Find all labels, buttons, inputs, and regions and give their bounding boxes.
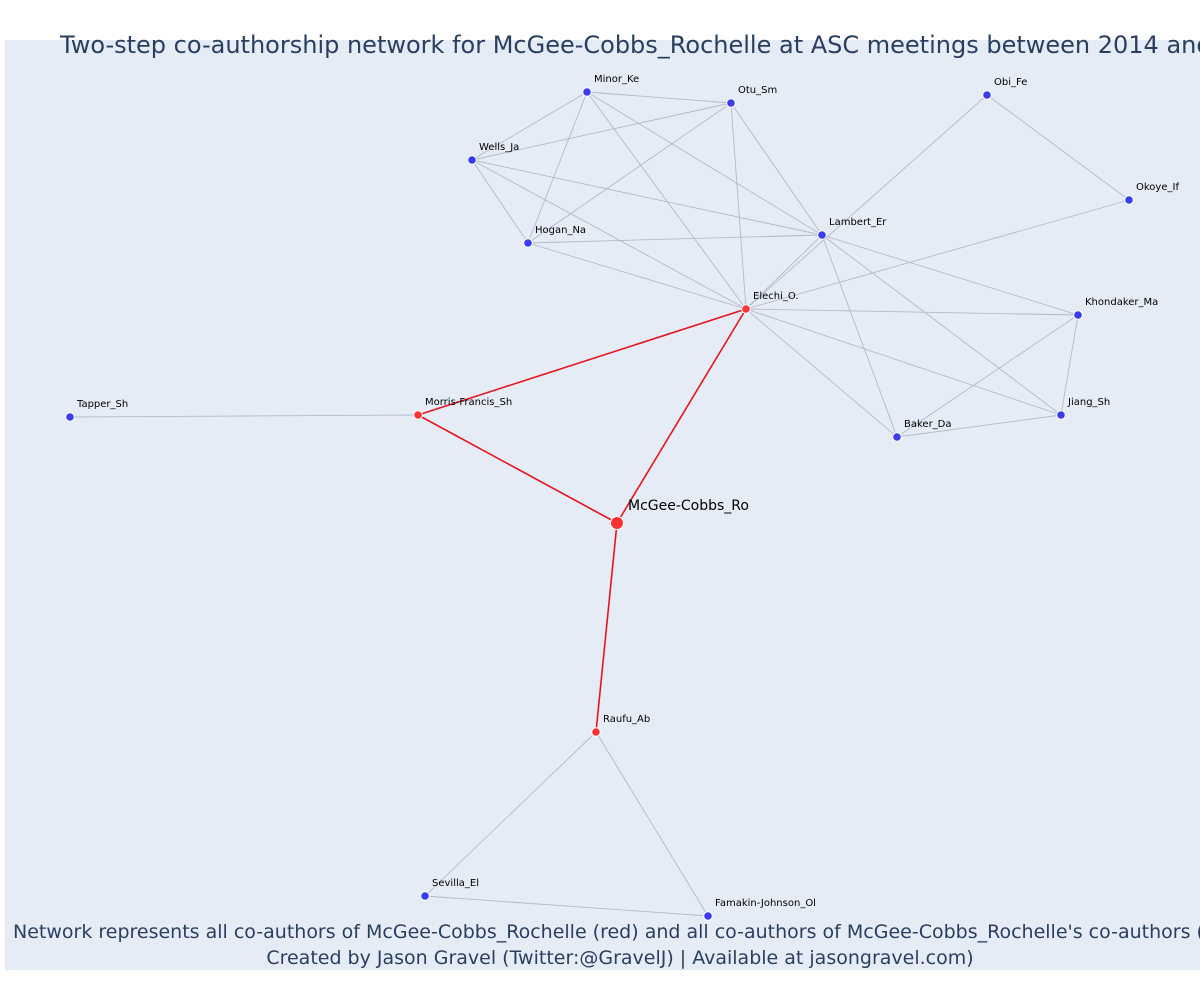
node-label-Hogan_Na: Hogan_Na <box>535 225 586 236</box>
edge-Elechi_O.-Minor_Ke <box>586 91 747 310</box>
node-Tapper_Sh[interactable] <box>65 412 75 422</box>
node-label-Jiang_Sh: Jiang_Sh <box>1067 397 1110 408</box>
edge-Minor_Ke-Otu_Sm <box>586 91 732 104</box>
node-Raufu_Ab[interactable] <box>591 727 601 737</box>
chart-title: Two-step co-authorship network for McGee… <box>59 31 1200 59</box>
edge-Morris-Francis_Sh-Elechi_O. <box>417 308 747 416</box>
node-label-Lambert_Er: Lambert_Er <box>829 217 887 228</box>
edge-McGee-Cobbs_Ro-Elechi_O. <box>616 308 747 524</box>
plot-area <box>5 40 1200 970</box>
node-label-Elechi_O.: Elechi_O. <box>753 291 799 302</box>
node-label-Otu_Sm: Otu_Sm <box>738 85 777 96</box>
edge-McGee-Cobbs_Ro-Morris-Francis_Sh <box>417 414 618 524</box>
edge-Elechi_O.-Hogan_Na <box>527 242 747 310</box>
node-Otu_Sm[interactable] <box>726 98 736 108</box>
node-label-Famakin-Johnson_Ol: Famakin-Johnson_Ol <box>715 898 816 909</box>
node-Hogan_Na[interactable] <box>523 238 533 248</box>
edge-Hogan_Na-Lambert_Er <box>527 234 823 244</box>
edge-Jiang_Sh-Baker_Da <box>896 414 1062 438</box>
node-Elechi_O.[interactable] <box>741 304 751 314</box>
node-label-Tapper_Sh: Tapper_Sh <box>76 399 128 410</box>
node-label-Obi_Fe: Obi_Fe <box>994 77 1027 88</box>
edge-Obi_Fe-Okoye_If <box>986 94 1130 201</box>
node-Okoye_If[interactable] <box>1124 195 1134 205</box>
labels-layer: McGee-Cobbs_Ro Elechi_O. Morris-Francis_Sh… <box>76 74 1179 909</box>
node-Wells_Ja[interactable] <box>467 155 477 165</box>
edge-Elechi_O.-Otu_Sm <box>730 102 747 310</box>
node-Famakin-Johnson_Ol[interactable] <box>703 911 713 921</box>
node-label-Minor_Ke: Minor_Ke <box>594 74 639 85</box>
node-Sevilla_El[interactable] <box>420 891 430 901</box>
edge-Wells_Ja-Lambert_Er <box>471 159 823 236</box>
node-Khondaker_Ma[interactable] <box>1073 310 1083 320</box>
node-McGee-Cobbs_Ro[interactable] <box>610 516 624 530</box>
node-label-Raufu_Ab: Raufu_Ab <box>603 714 650 725</box>
edge-Khondaker_Ma-Jiang_Sh <box>1060 314 1079 416</box>
node-Jiang_Sh[interactable] <box>1056 410 1066 420</box>
nodes-layer <box>65 87 1134 921</box>
edge-Minor_Ke-Hogan_Na <box>527 91 588 244</box>
edge-Morris-Francis_Sh-Tapper_Sh <box>69 414 419 418</box>
edge-Elechi_O.-Baker_Da <box>745 308 898 438</box>
node-label-Okoye_If: Okoye_If <box>1136 182 1179 193</box>
edge-Otu_Sm-Wells_Ja <box>471 102 732 161</box>
edge-Wells_Ja-Hogan_Na <box>471 159 529 244</box>
edge-Elechi_O.-Lambert_Er <box>745 234 823 310</box>
edges-layer <box>69 91 1130 917</box>
edge-Elechi_O.-Obi_Fe <box>745 94 988 310</box>
edge-Khondaker_Ma-Baker_Da <box>896 314 1079 438</box>
node-label-Morris-Francis_Sh: Morris-Francis_Sh <box>425 397 512 408</box>
node-label-Sevilla_El: Sevilla_El <box>432 878 479 889</box>
node-Morris-Francis_Sh[interactable] <box>413 410 423 420</box>
edge-Elechi_O.-Okoye_If <box>745 199 1130 310</box>
node-Lambert_Er[interactable] <box>817 230 827 240</box>
edge-Otu_Sm-Hogan_Na <box>527 102 732 244</box>
edge-Sevilla_El-Famakin-Johnson_Ol <box>424 895 709 917</box>
node-Minor_Ke[interactable] <box>582 87 592 97</box>
node-Baker_Da[interactable] <box>892 432 902 442</box>
node-label-McGee-Cobbs_Ro: McGee-Cobbs_Ro <box>628 498 749 514</box>
edge-Minor_Ke-Wells_Ja <box>471 91 588 161</box>
caption-line-2: Created by Jason Gravel (Twitter:@Gravel… <box>266 947 973 969</box>
edge-Elechi_O.-Khondaker_Ma <box>745 308 1079 316</box>
node-label-Baker_Da: Baker_Da <box>904 419 952 430</box>
edge-Raufu_Ab-Sevilla_El <box>424 731 597 897</box>
edge-Otu_Sm-Lambert_Er <box>730 102 823 236</box>
edge-Minor_Ke-Lambert_Er <box>586 91 823 236</box>
edge-Raufu_Ab-Famakin-Johnson_Ol <box>595 731 709 917</box>
caption-line-1: Network represents all co-authors of McG… <box>13 921 1200 943</box>
node-label-Khondaker_Ma: Khondaker_Ma <box>1085 297 1158 308</box>
edge-McGee-Cobbs_Ro-Raufu_Ab <box>595 522 618 733</box>
node-label-Wells_Ja: Wells_Ja <box>479 142 519 153</box>
node-Obi_Fe[interactable] <box>982 90 992 100</box>
edge-Elechi_O.-Jiang_Sh <box>745 308 1062 416</box>
edge-Elechi_O.-Wells_Ja <box>471 159 747 310</box>
edge-Lambert_Er-Baker_Da <box>821 234 898 438</box>
edge-Lambert_Er-Khondaker_Ma <box>821 234 1079 316</box>
edge-Lambert_Er-Jiang_Sh <box>821 234 1062 416</box>
